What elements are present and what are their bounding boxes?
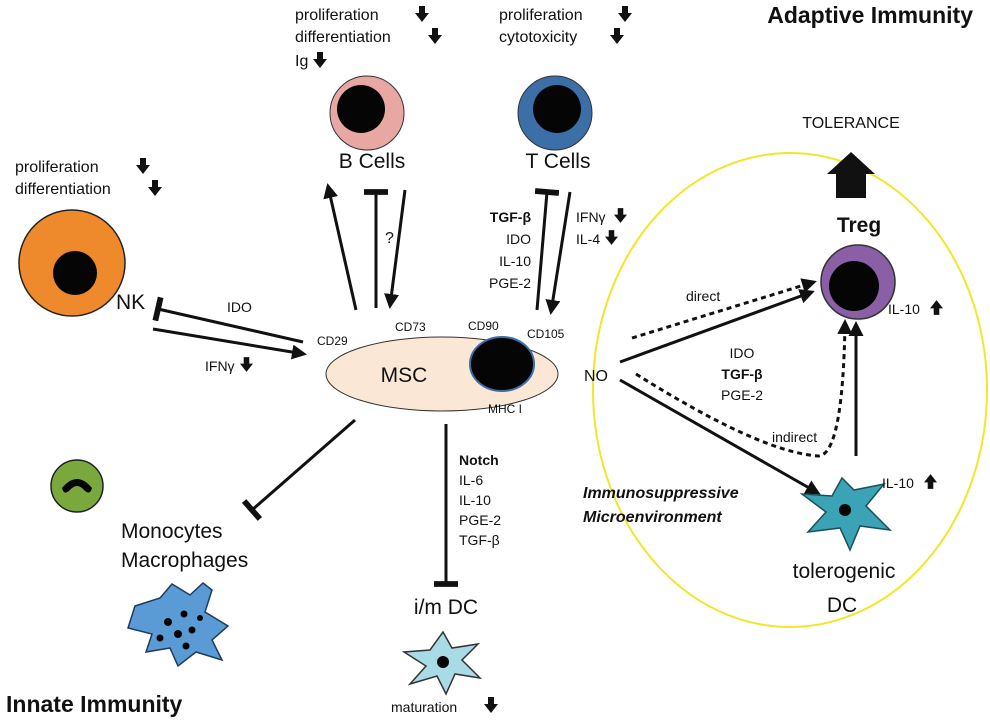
t-to-msc-inhibit <box>534 188 560 311</box>
msc-to-t-mediators: IFNγ IL-4 <box>576 208 627 247</box>
down-arrow-icon <box>484 697 498 713</box>
marker-cd29: CD29 <box>317 334 348 348</box>
b-cell-effects: proliferation differentiation Ig <box>295 6 442 70</box>
tolerance-arrow-icon <box>827 152 875 198</box>
adaptive-immunity-title: Adaptive Immunity <box>767 2 973 28</box>
nk-cell-effects: proliferation differentiation <box>15 158 162 198</box>
no-to-tdc-arrow <box>619 378 821 495</box>
tolerogenic-dc-icon <box>799 476 893 552</box>
msc-to-b-arrow <box>323 183 358 311</box>
dc-mediator-il6: IL-6 <box>459 472 483 488</box>
treg-icon <box>820 244 896 320</box>
marker-mhc: MHC I <box>488 402 522 416</box>
b-question: ? <box>385 230 394 247</box>
monocytes-label: Monocytes <box>121 520 223 543</box>
tolerogenic-dc-label: DC <box>827 594 857 617</box>
b-effect-1: proliferation <box>295 7 379 24</box>
mediator-il10: IL-10 <box>499 253 531 269</box>
immature-dc-icon <box>401 630 483 696</box>
dc-mediators: Notch IL-6 IL-10 PGE-2 TGF-β <box>459 452 501 548</box>
treg-mediator-ido: IDO <box>730 345 755 361</box>
mediator-ido: IDO <box>506 231 531 247</box>
nk-ifng-label: IFNγ <box>205 358 235 374</box>
down-arrow-icon <box>614 208 627 223</box>
treg-il10-label: IL-10 <box>888 301 920 317</box>
nk-cell-icon <box>18 209 126 317</box>
idc-label: i/m DC <box>414 596 478 619</box>
nk-ido-label: IDO <box>227 299 252 315</box>
b-effect-2: differentiation <box>295 29 391 46</box>
indirect-dashed-path <box>635 319 853 458</box>
macrophages-label: Macrophages <box>121 549 248 572</box>
nk-effect-1: proliferation <box>15 159 99 176</box>
down-arrow-icon <box>148 180 162 196</box>
t-cell-effects: proliferation cytotoxicity <box>499 6 632 46</box>
t-to-msc-mediators: TGF-β IDO IL-10 PGE-2 <box>489 209 531 291</box>
tolerogenic-label: tolerogenic <box>793 560 896 583</box>
mediator-ifng: IFNγ <box>576 209 606 225</box>
down-arrow-icon <box>136 158 150 174</box>
msc-to-nk-inhibit <box>152 296 304 344</box>
macrophage-icon <box>127 582 230 668</box>
monocyte-icon <box>50 459 104 513</box>
treg-mediators: IDO TGF-β PGE-2 <box>721 345 763 403</box>
tdc-il10-label: IL-10 <box>882 475 914 491</box>
b-effect-3: Ig <box>295 53 308 70</box>
b-cell-icon <box>329 75 405 151</box>
t-cell-icon <box>517 75 593 151</box>
down-arrow-icon <box>240 357 253 372</box>
marker-cd90: CD90 <box>468 319 499 333</box>
down-arrow-icon <box>605 230 618 245</box>
up-arrow-icon <box>924 474 937 489</box>
mediator-il4: IL-4 <box>576 231 600 247</box>
nk-effect-2: differentiation <box>15 181 111 198</box>
b-to-msc-arrow <box>384 189 407 309</box>
msc-to-monocyte-inhibit <box>241 418 356 521</box>
nk-to-msc-arrow <box>152 327 307 360</box>
up-arrow-icon <box>930 300 943 315</box>
msc-label: MSC <box>381 364 428 387</box>
treg-mediator-pge2: PGE-2 <box>721 387 763 403</box>
down-arrow-icon <box>415 6 429 22</box>
mediator-tgfb: TGF-β <box>490 209 532 225</box>
treg-label: Treg <box>837 214 881 237</box>
down-arrow-icon <box>610 28 624 44</box>
down-arrow-icon <box>313 52 327 68</box>
t-to-msc-arrow <box>545 191 572 315</box>
treg-mediator-tgfb: TGF-β <box>721 366 763 382</box>
b-cells-label: B Cells <box>339 150 406 173</box>
mediator-pge2: PGE-2 <box>489 275 531 291</box>
t-effect-1: proliferation <box>499 7 583 24</box>
microenvironment-circle <box>592 152 988 628</box>
indirect-label: indirect <box>772 429 817 445</box>
dc-mediator-tgfb: TGF-β <box>459 532 500 548</box>
down-arrow-icon <box>618 6 632 22</box>
msc-nucleus <box>469 336 535 392</box>
direct-label: direct <box>686 288 720 304</box>
microenvironment-label-2: Microenvironment <box>583 509 722 526</box>
nk-label: NK <box>116 291 145 314</box>
dc-mediator-il10: IL-10 <box>459 492 491 508</box>
dc-mediator-notch: Notch <box>459 452 499 468</box>
down-arrow-icon <box>428 28 442 44</box>
no-to-treg-direct-solid <box>619 289 815 364</box>
maturation-label: maturation <box>391 699 457 715</box>
no-label: NO <box>584 368 608 385</box>
marker-cd105: CD105 <box>527 327 565 341</box>
no-to-treg-direct-dashed <box>631 278 817 340</box>
t-cells-label: T Cells <box>526 150 591 173</box>
t-effect-2: cytotoxicity <box>499 29 577 46</box>
dc-mediator-pge2: PGE-2 <box>459 512 501 528</box>
innate-immunity-title: Innate Immunity <box>6 691 183 717</box>
marker-cd73: CD73 <box>395 320 426 334</box>
microenvironment-label-1: Immunosuppressive <box>583 485 739 502</box>
tolerance-label: TOLERANCE <box>802 115 900 132</box>
